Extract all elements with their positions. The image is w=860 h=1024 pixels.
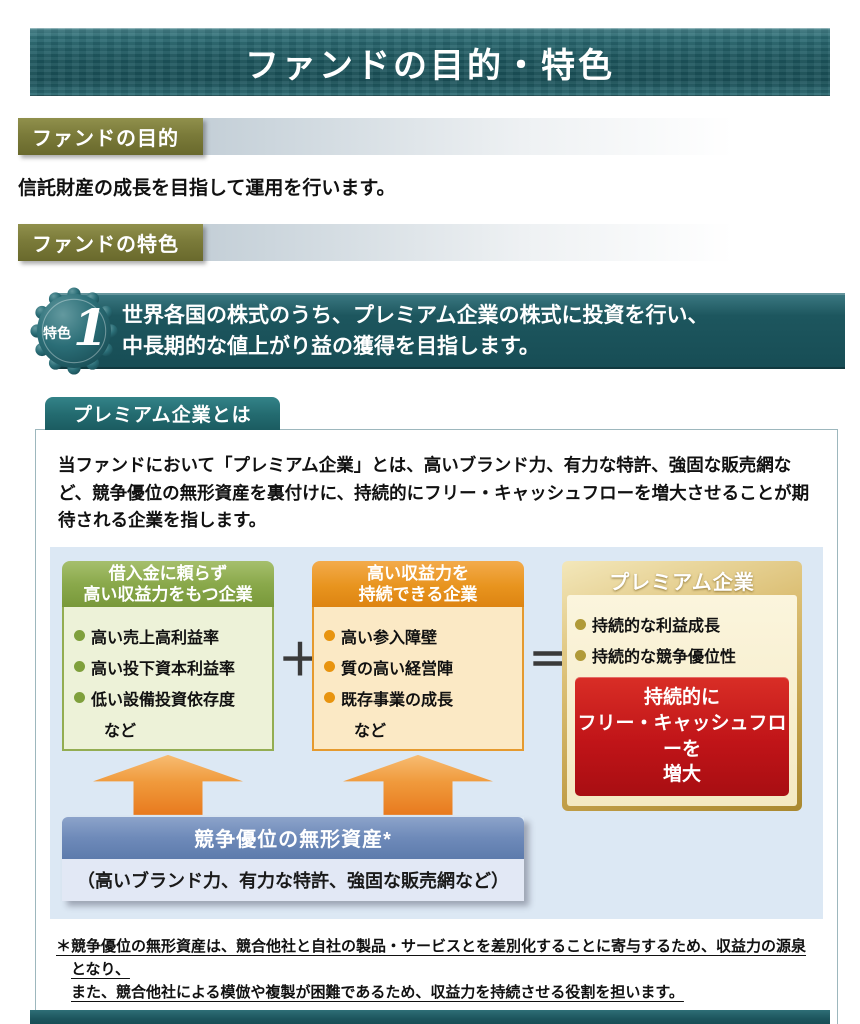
card-item-label: 既存事業の成長 bbox=[341, 691, 454, 709]
bullet-dot-icon bbox=[74, 661, 85, 673]
card-item-label: 持続的な競争優位性 bbox=[592, 649, 737, 667]
card-item: 持続的な競争優位性 bbox=[575, 643, 789, 667]
section-purpose-label: ファンドの目的 bbox=[18, 118, 203, 155]
card-etc-label: など bbox=[354, 722, 387, 740]
card-item: 質の高い経営陣 bbox=[324, 655, 512, 679]
card-low-debt-body: 高い売上高利益率 高い投下資本利益率 低い設備投資依存度 など bbox=[62, 606, 274, 751]
card-item-label: 低い設備投資依存度 bbox=[91, 691, 236, 709]
card-item-label: 高い投下資本利益率 bbox=[91, 660, 236, 678]
badge-label: 特色 bbox=[43, 325, 71, 341]
card-title-line: 高い収益力をもつ企業 bbox=[83, 584, 253, 604]
section-features-label: ファンドの特色 bbox=[18, 224, 203, 261]
purpose-text: 信託財産の成長を目指して運用を行います。 bbox=[18, 178, 396, 199]
card-low-debt-title: 借入金に頼らず 高い収益力をもつ企業 bbox=[62, 560, 274, 607]
bullet-dot-icon bbox=[324, 692, 335, 704]
bullet-dot-icon bbox=[74, 630, 85, 642]
premium-tab: プレミアム企業とは bbox=[45, 397, 280, 430]
fcf-highlight-box: 持続的に フリー・キャッシュフローを 増大 bbox=[575, 677, 789, 796]
bullet-dot-icon bbox=[324, 661, 335, 673]
premium-company-box: プレミアム企業とは 当ファンドにおいて「プレミアム企業」とは、高いブランド力、有… bbox=[35, 397, 838, 1024]
intangible-assets-header: 競争優位の無形資産* bbox=[62, 816, 524, 859]
card-sustained-profit-title: 高い収益力を 持続できる企業 bbox=[312, 560, 524, 607]
fcf-line: 持続的に bbox=[643, 687, 720, 709]
card-title-line: 高い収益力を bbox=[367, 563, 469, 583]
section-purpose-header: ファンドの目的 bbox=[18, 118, 860, 155]
card-item-label: 質の高い経営陣 bbox=[341, 660, 454, 678]
cards-row: 借入金に頼らず 高い収益力をもつ企業 高い売上高利益率 高い投下資本利益率 低い… bbox=[62, 560, 811, 811]
up-arrow-icon bbox=[343, 754, 493, 815]
card-item-label: 持続的な利益成長 bbox=[592, 618, 721, 636]
card-sustained-profit: 高い収益力を 持続できる企業 高い参入障壁 質の高い経営陣 既存事業の成長 など bbox=[312, 560, 524, 751]
card-premium-company-title: プレミアム企業 bbox=[609, 572, 755, 595]
arrows-row bbox=[62, 754, 524, 815]
bottom-bar bbox=[30, 1010, 830, 1024]
card-item-label: 高い売上高利益率 bbox=[91, 629, 220, 647]
section-features-header: ファンドの特色 bbox=[18, 224, 860, 261]
footnote-1: ＊競争優位の無形資産は、競合他社と自社の製品・サービスとを差別化することに寄与す… bbox=[56, 935, 817, 1005]
feature-1-textbar: 世界各国の株式のうち、プレミアム企業の株式に投資を行い、 中長期的な値上がり益の… bbox=[58, 293, 845, 369]
card-premium-company: プレミアム企業 持続的な利益成長 持続的な競争優位性 持続的に フリー・キャッシ… bbox=[562, 560, 802, 811]
card-title-line: 持続できる企業 bbox=[358, 584, 478, 604]
card-item: 既存事業の成長 bbox=[324, 686, 512, 710]
diagram-panel: 借入金に頼らず 高い収益力をもつ企業 高い売上高利益率 高い投下資本利益率 低い… bbox=[50, 546, 823, 919]
page-title: ファンドの目的・特色 bbox=[245, 46, 615, 85]
card-sustained-profit-body: 高い参入障壁 質の高い経営陣 既存事業の成長 など bbox=[312, 606, 524, 751]
feature-1-line2: 中長期的な値上がり益の獲得を目指します。 bbox=[122, 335, 540, 358]
card-etc-label: など bbox=[104, 722, 137, 740]
card-item: 高い投下資本利益率 bbox=[74, 655, 262, 679]
equals-operator: ＝ bbox=[528, 635, 572, 685]
card-item: 持続的な利益成長 bbox=[575, 612, 789, 636]
page-title-banner: ファンドの目的・特色 bbox=[30, 28, 830, 96]
feature-1-banner: 世界各国の株式のうち、プレミアム企業の株式に投資を行い、 中長期的な値上がり益の… bbox=[30, 287, 845, 375]
bullet-dot-icon bbox=[324, 630, 335, 642]
bullet-dot-icon bbox=[74, 692, 85, 704]
intangible-assets-bar: 競争優位の無形資産* （高いブランド力、有力な特許、強固な販売網など） bbox=[62, 816, 524, 901]
card-item-label: 高い参入障壁 bbox=[341, 629, 438, 647]
card-premium-company-body: 持続的な利益成長 持続的な競争優位性 持続的に フリー・キャッシュフローを 増大 bbox=[567, 595, 797, 806]
badge-number: 1 bbox=[73, 298, 108, 357]
footnote-1-line1: ＊競争優位の無形資産は、競合他社と自社の製品・サービスとを差別化することに寄与す… bbox=[56, 937, 807, 979]
card-item: 低い設備投資依存度 bbox=[74, 686, 262, 710]
up-arrow-icon bbox=[93, 754, 243, 815]
plus-operator: ＋ bbox=[278, 635, 322, 685]
card-item: 高い参入障壁 bbox=[324, 624, 512, 648]
feature-1-badge: 特色 1 bbox=[30, 287, 118, 375]
bullet-dot-icon bbox=[575, 618, 586, 630]
intangible-assets-examples: （高いブランド力、有力な特許、強固な販売網など） bbox=[62, 858, 524, 901]
card-low-debt-high-profit: 借入金に頼らず 高い収益力をもつ企業 高い売上高利益率 高い投下資本利益率 低い… bbox=[62, 560, 274, 751]
card-title-line: 借入金に頼らず bbox=[108, 563, 228, 583]
premium-description: 当ファンドにおいて「プレミアム企業」とは、高いブランド力、有力な特許、強固な販売… bbox=[58, 455, 810, 531]
fcf-line: 増大 bbox=[662, 764, 701, 786]
card-item: 高い売上高利益率 bbox=[74, 624, 262, 648]
feature-1-line1: 世界各国の株式のうち、プレミアム企業の株式に投資を行い、 bbox=[122, 303, 709, 327]
bullet-dot-icon bbox=[575, 649, 586, 661]
fcf-line: フリー・キャッシュフローを bbox=[577, 713, 787, 760]
seal-icon bbox=[30, 287, 118, 375]
footnote-1-line2: また、競合他社による模倣や複製が困難であるため、収益力を持続させる役割を担います… bbox=[71, 984, 684, 1002]
